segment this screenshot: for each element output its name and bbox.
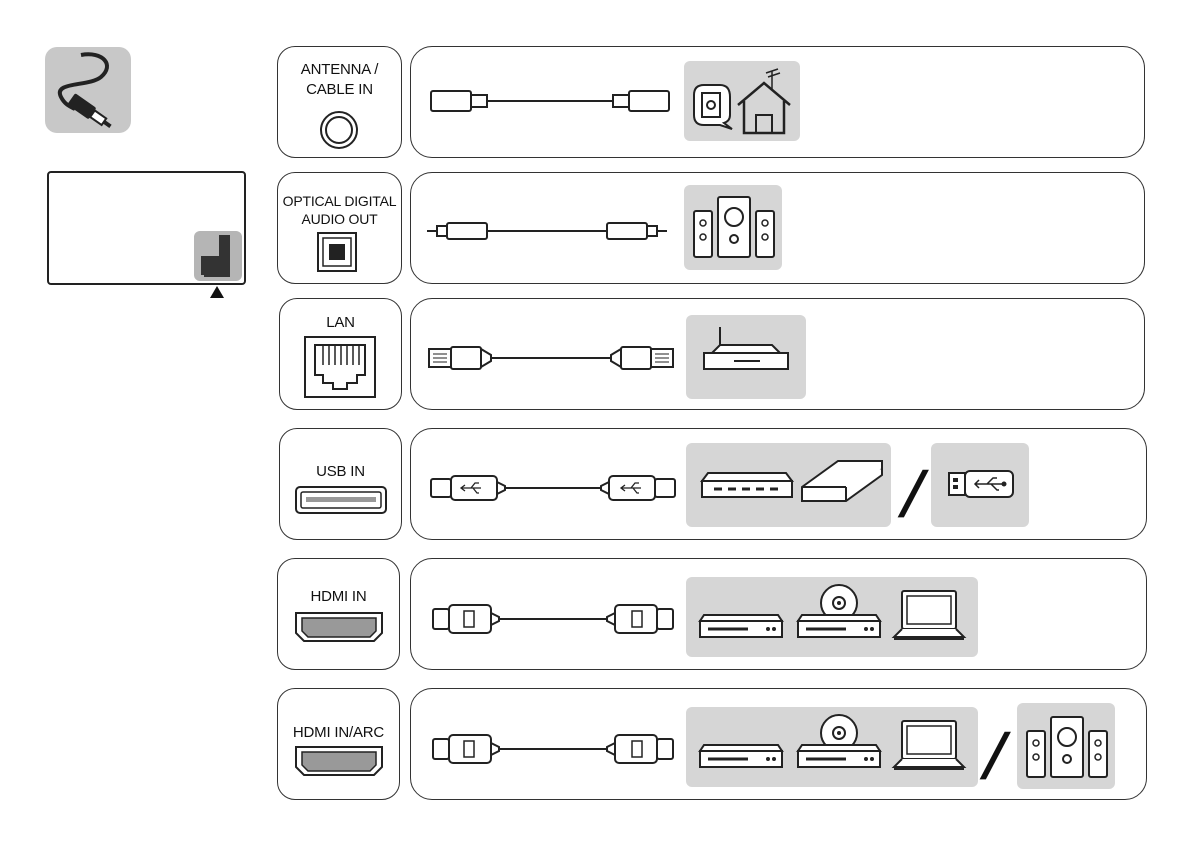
optical-cable-icon: [427, 221, 667, 241]
device-group-hdmi-arc: [686, 707, 978, 787]
usb-flash-drive-icon: [947, 471, 1017, 501]
port-label-line1: HDMI IN: [278, 587, 399, 606]
separator: /: [897, 463, 931, 521]
disc-player-icon: [796, 713, 882, 773]
separator: /: [979, 725, 1013, 783]
speaker-system-icon: [692, 195, 776, 261]
port-label-line1: LAN: [280, 313, 401, 332]
laptop-icon: [892, 589, 966, 645]
ethernet-socket-icon: [303, 335, 379, 401]
usb-hub-icon: [700, 469, 794, 503]
set-top-box-icon: [698, 613, 784, 643]
port-label-line1: OPTICAL DIGITAL: [278, 192, 401, 211]
location-arrow-icon: [210, 286, 224, 298]
optical-socket-icon: [316, 231, 362, 277]
port-antenna: ANTENNA / CABLE IN: [277, 46, 402, 158]
panel-hdmi: [410, 558, 1147, 670]
panel-antenna: [410, 46, 1145, 158]
ethernet-cable-icon: [429, 343, 673, 373]
panel-lan: [410, 298, 1145, 410]
usb-socket-icon: [294, 485, 390, 517]
hdmi-cable-icon: [433, 735, 673, 763]
coax-socket-icon: [316, 107, 362, 153]
device-group-arc-audio: [1017, 703, 1115, 789]
device-group-hdmi: [686, 577, 978, 657]
hdmi-cable-icon: [433, 605, 673, 633]
device-group-lan: [686, 315, 806, 399]
usb-cable-icon: [431, 473, 675, 503]
device-group-usb-flash: [931, 443, 1029, 527]
router-icon: [698, 325, 794, 385]
port-label-line1: HDMI IN/ARC: [278, 723, 399, 742]
port-usb: USB IN: [279, 428, 402, 540]
cable-plug-badge: [45, 47, 131, 133]
coax-cable-icon: [431, 83, 671, 123]
hdmi-socket-icon: [294, 745, 386, 777]
port-label-line1: USB IN: [280, 462, 401, 481]
external-hdd-icon: [798, 457, 886, 515]
panel-optical: [410, 172, 1145, 284]
cable-plug-icon: [45, 47, 131, 133]
port-optical: OPTICAL DIGITAL AUDIO OUT: [277, 172, 402, 284]
port-lan: LAN: [279, 298, 402, 410]
port-hdmi: HDMI IN: [277, 558, 400, 670]
device-group-optical: [684, 185, 782, 270]
panel-usb: /: [410, 428, 1147, 540]
tv-rear-corner-icon: [194, 231, 242, 281]
port-label-line1: ANTENNA /: [278, 60, 401, 79]
hdmi-socket-icon: [294, 611, 386, 643]
speaker-system-icon: [1025, 715, 1109, 781]
disc-player-icon: [796, 583, 882, 643]
panel-hdmi-arc: /: [410, 688, 1147, 800]
laptop-icon: [892, 719, 966, 775]
set-top-box-icon: [698, 743, 784, 773]
device-group-usb-storage: [686, 443, 891, 527]
port-label-line2: CABLE IN: [278, 80, 401, 99]
port-hdmi-arc: HDMI IN/ARC: [277, 688, 400, 800]
wall-antenna-outlet-icon: [690, 67, 794, 137]
device-group-antenna: [684, 61, 800, 141]
port-label-line2: AUDIO OUT: [278, 210, 401, 229]
